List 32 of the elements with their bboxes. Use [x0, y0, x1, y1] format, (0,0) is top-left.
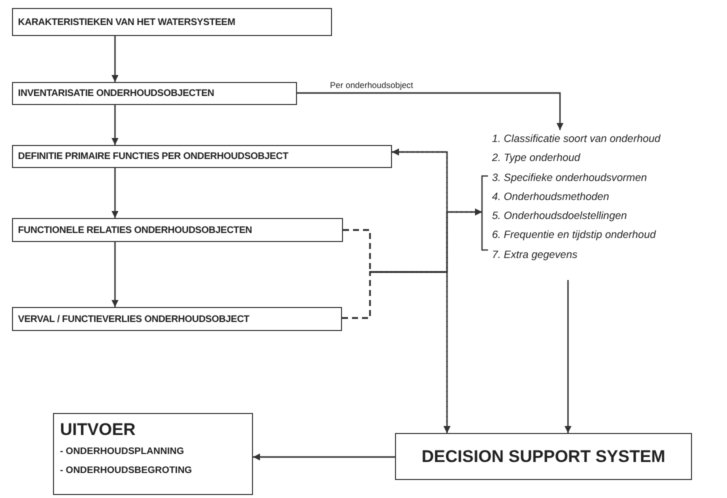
process-box	[12, 145, 392, 168]
list-item: 7. Extra gegevens	[491, 248, 578, 263]
list-item: 2. Type onderhoud	[491, 151, 582, 166]
box-label: VERVAL / FUNCTIEVERLIES ONDERHOUDSOBJECT	[18, 314, 250, 324]
process-box	[12, 307, 342, 331]
output-box	[53, 413, 253, 495]
output-item: - ONDERHOUDSPLANNING	[60, 445, 186, 459]
box-label: FUNCTIONELE RELATIES ONDERHOUDSOBJECTEN	[18, 224, 252, 236]
list-item: 3. Specifieke onderhoudsvormen	[491, 170, 648, 186]
output-item: - ONDERHOUDSBEGROTING	[60, 464, 193, 478]
arrow	[297, 92, 564, 130]
list-item: 6. Frequentie en tijdstip onderhoud	[491, 228, 657, 244]
arrow	[112, 36, 118, 82]
box-label: INVENTARISATIE ONDERHOUDSOBJECTEN	[18, 88, 214, 99]
process-box	[12, 218, 343, 242]
list-item: 1. Classificatie soort van onderhoud	[491, 132, 662, 147]
box-label: DEFINITIE PRIMAIRE FUNCTIES PER ONDERHOUDSOBJECT	[18, 151, 288, 162]
arrow	[253, 454, 395, 460]
arrow	[564, 280, 572, 433]
arrow	[112, 168, 118, 218]
dashed-arrow	[342, 271, 450, 433]
process-box	[12, 82, 297, 105]
list-item: 4. Onderhoudsmethoden	[491, 190, 610, 205]
process-box	[12, 8, 332, 36]
box-label: DECISION SUPPORT SYSTEM	[422, 446, 666, 466]
list-item: 5. Onderhoudsdoelstellingen	[491, 209, 628, 224]
output-heading: UITVOER	[60, 420, 137, 440]
edge-label: Per onderhoudsobject	[330, 80, 414, 90]
arrow	[112, 242, 118, 307]
system-box	[395, 433, 692, 480]
arrow	[112, 105, 118, 145]
box-label: KARAKTERISTIEKEN VAN HET WATERSYSTEEM	[18, 16, 236, 28]
